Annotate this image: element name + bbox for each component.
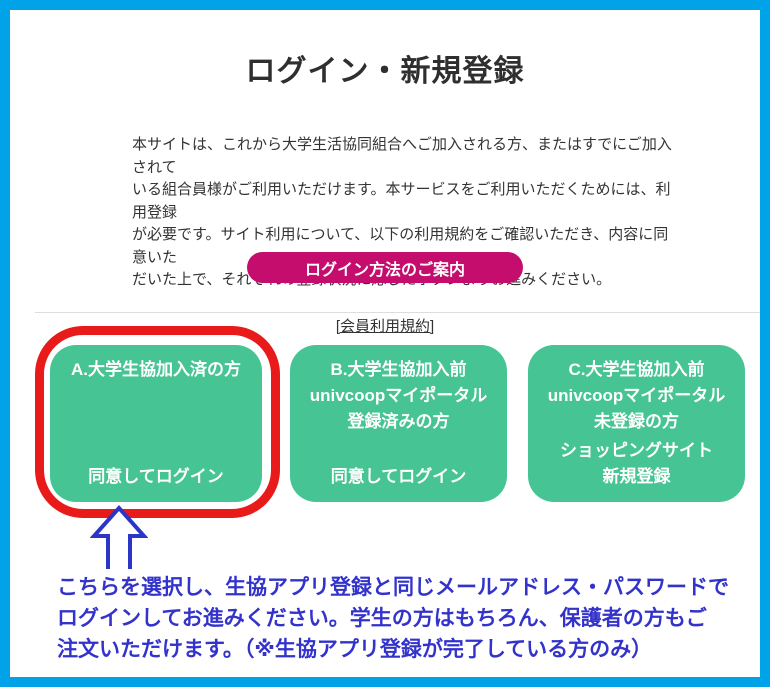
instruction-note-text: こちらを選択し、生協アプリ登録と同じメールアドレス・パスワードで ログインしてお… bbox=[57, 576, 729, 661]
card-action-label: 同意してログイン bbox=[88, 467, 224, 486]
section-divider bbox=[35, 312, 760, 313]
member-terms-link[interactable]: [会員利用規約] bbox=[335, 318, 435, 335]
terms-link-wrapper: [会員利用規約] bbox=[10, 315, 760, 336]
up-arrow-icon bbox=[90, 505, 148, 569]
card-myportal-unregistered-signup[interactable]: C.大学生協加入前 univcoopマイポータル 未登録の方 ショッピングサイト… bbox=[528, 345, 745, 502]
card-action-label: ショッピングサイト 新規登録 bbox=[560, 441, 713, 486]
card-myportal-registered-login[interactable]: B.大学生協加入前 univcoopマイポータル 登録済みの方 同意してログイン bbox=[290, 345, 507, 502]
login-guide-button[interactable]: ログイン方法のご案内 bbox=[247, 252, 523, 283]
card-title: B.大学生協加入前 univcoopマイポータル 登録済みの方 bbox=[309, 360, 488, 431]
card-title: C.大学生協加入前 univcoopマイポータル 未登録の方 bbox=[547, 360, 726, 431]
page-title: ログイン・新規登録 bbox=[245, 55, 525, 88]
card-title: A.大学生協加入済の方 bbox=[71, 360, 241, 379]
card-coop-member-login[interactable]: A.大学生協加入済の方 同意してログイン bbox=[50, 345, 262, 502]
card-action-label: 同意してログイン bbox=[330, 467, 467, 486]
